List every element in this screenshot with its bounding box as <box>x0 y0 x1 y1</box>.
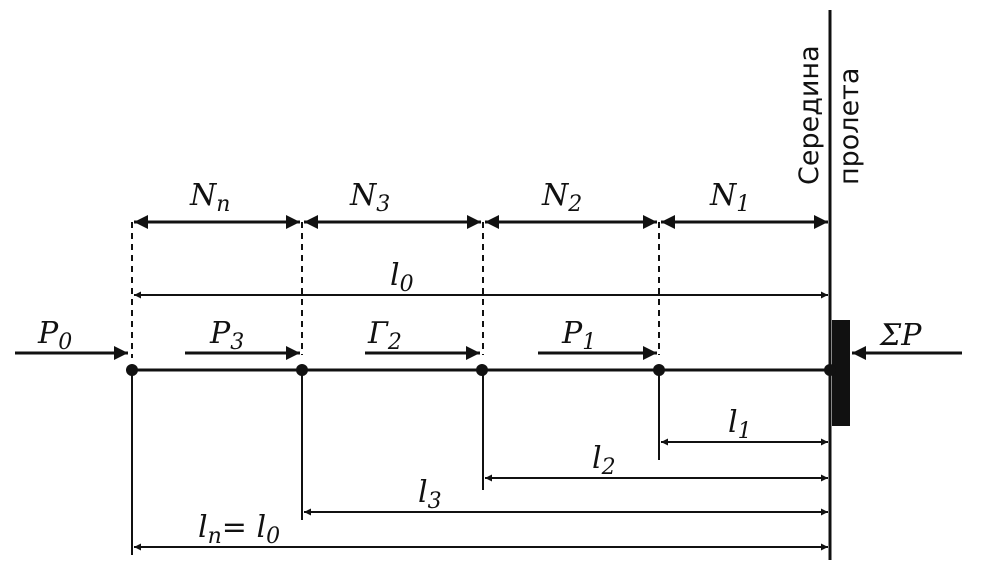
segment-label-n3: N3 <box>349 178 390 217</box>
l0-label: l0 <box>390 258 414 297</box>
force-label-sum: ΣP <box>879 318 922 353</box>
node-3 <box>296 364 308 376</box>
dim-label-l3: l3 <box>418 475 442 514</box>
midspan-label-line2: пролета <box>834 68 865 185</box>
node-mid <box>824 364 836 376</box>
node-0 <box>126 364 138 376</box>
midspan-label-line1: Середина <box>794 45 825 185</box>
node-2 <box>476 364 488 376</box>
force-label-p0: P0 <box>37 316 72 355</box>
dashed-guides <box>131 222 660 358</box>
extension-lines <box>131 372 660 555</box>
segment-label-n1: N1 <box>709 178 750 217</box>
midspan-support-plate <box>832 320 850 426</box>
force-label-p3: P3 <box>209 316 244 355</box>
force-label-p1: P1 <box>561 316 596 355</box>
segment-label-n2: N2 <box>541 178 582 217</box>
segment-label-nn: Nn <box>189 178 230 217</box>
node-1 <box>653 364 665 376</box>
dim-label-l1: l1 <box>728 405 752 444</box>
force-label-p2: Г2 <box>367 316 402 355</box>
dim-label-l2: l2 <box>592 441 616 480</box>
beam-nodes <box>126 364 836 376</box>
dimension-arrows <box>134 438 828 551</box>
dim-label-ln: ln= l0 <box>198 510 280 549</box>
